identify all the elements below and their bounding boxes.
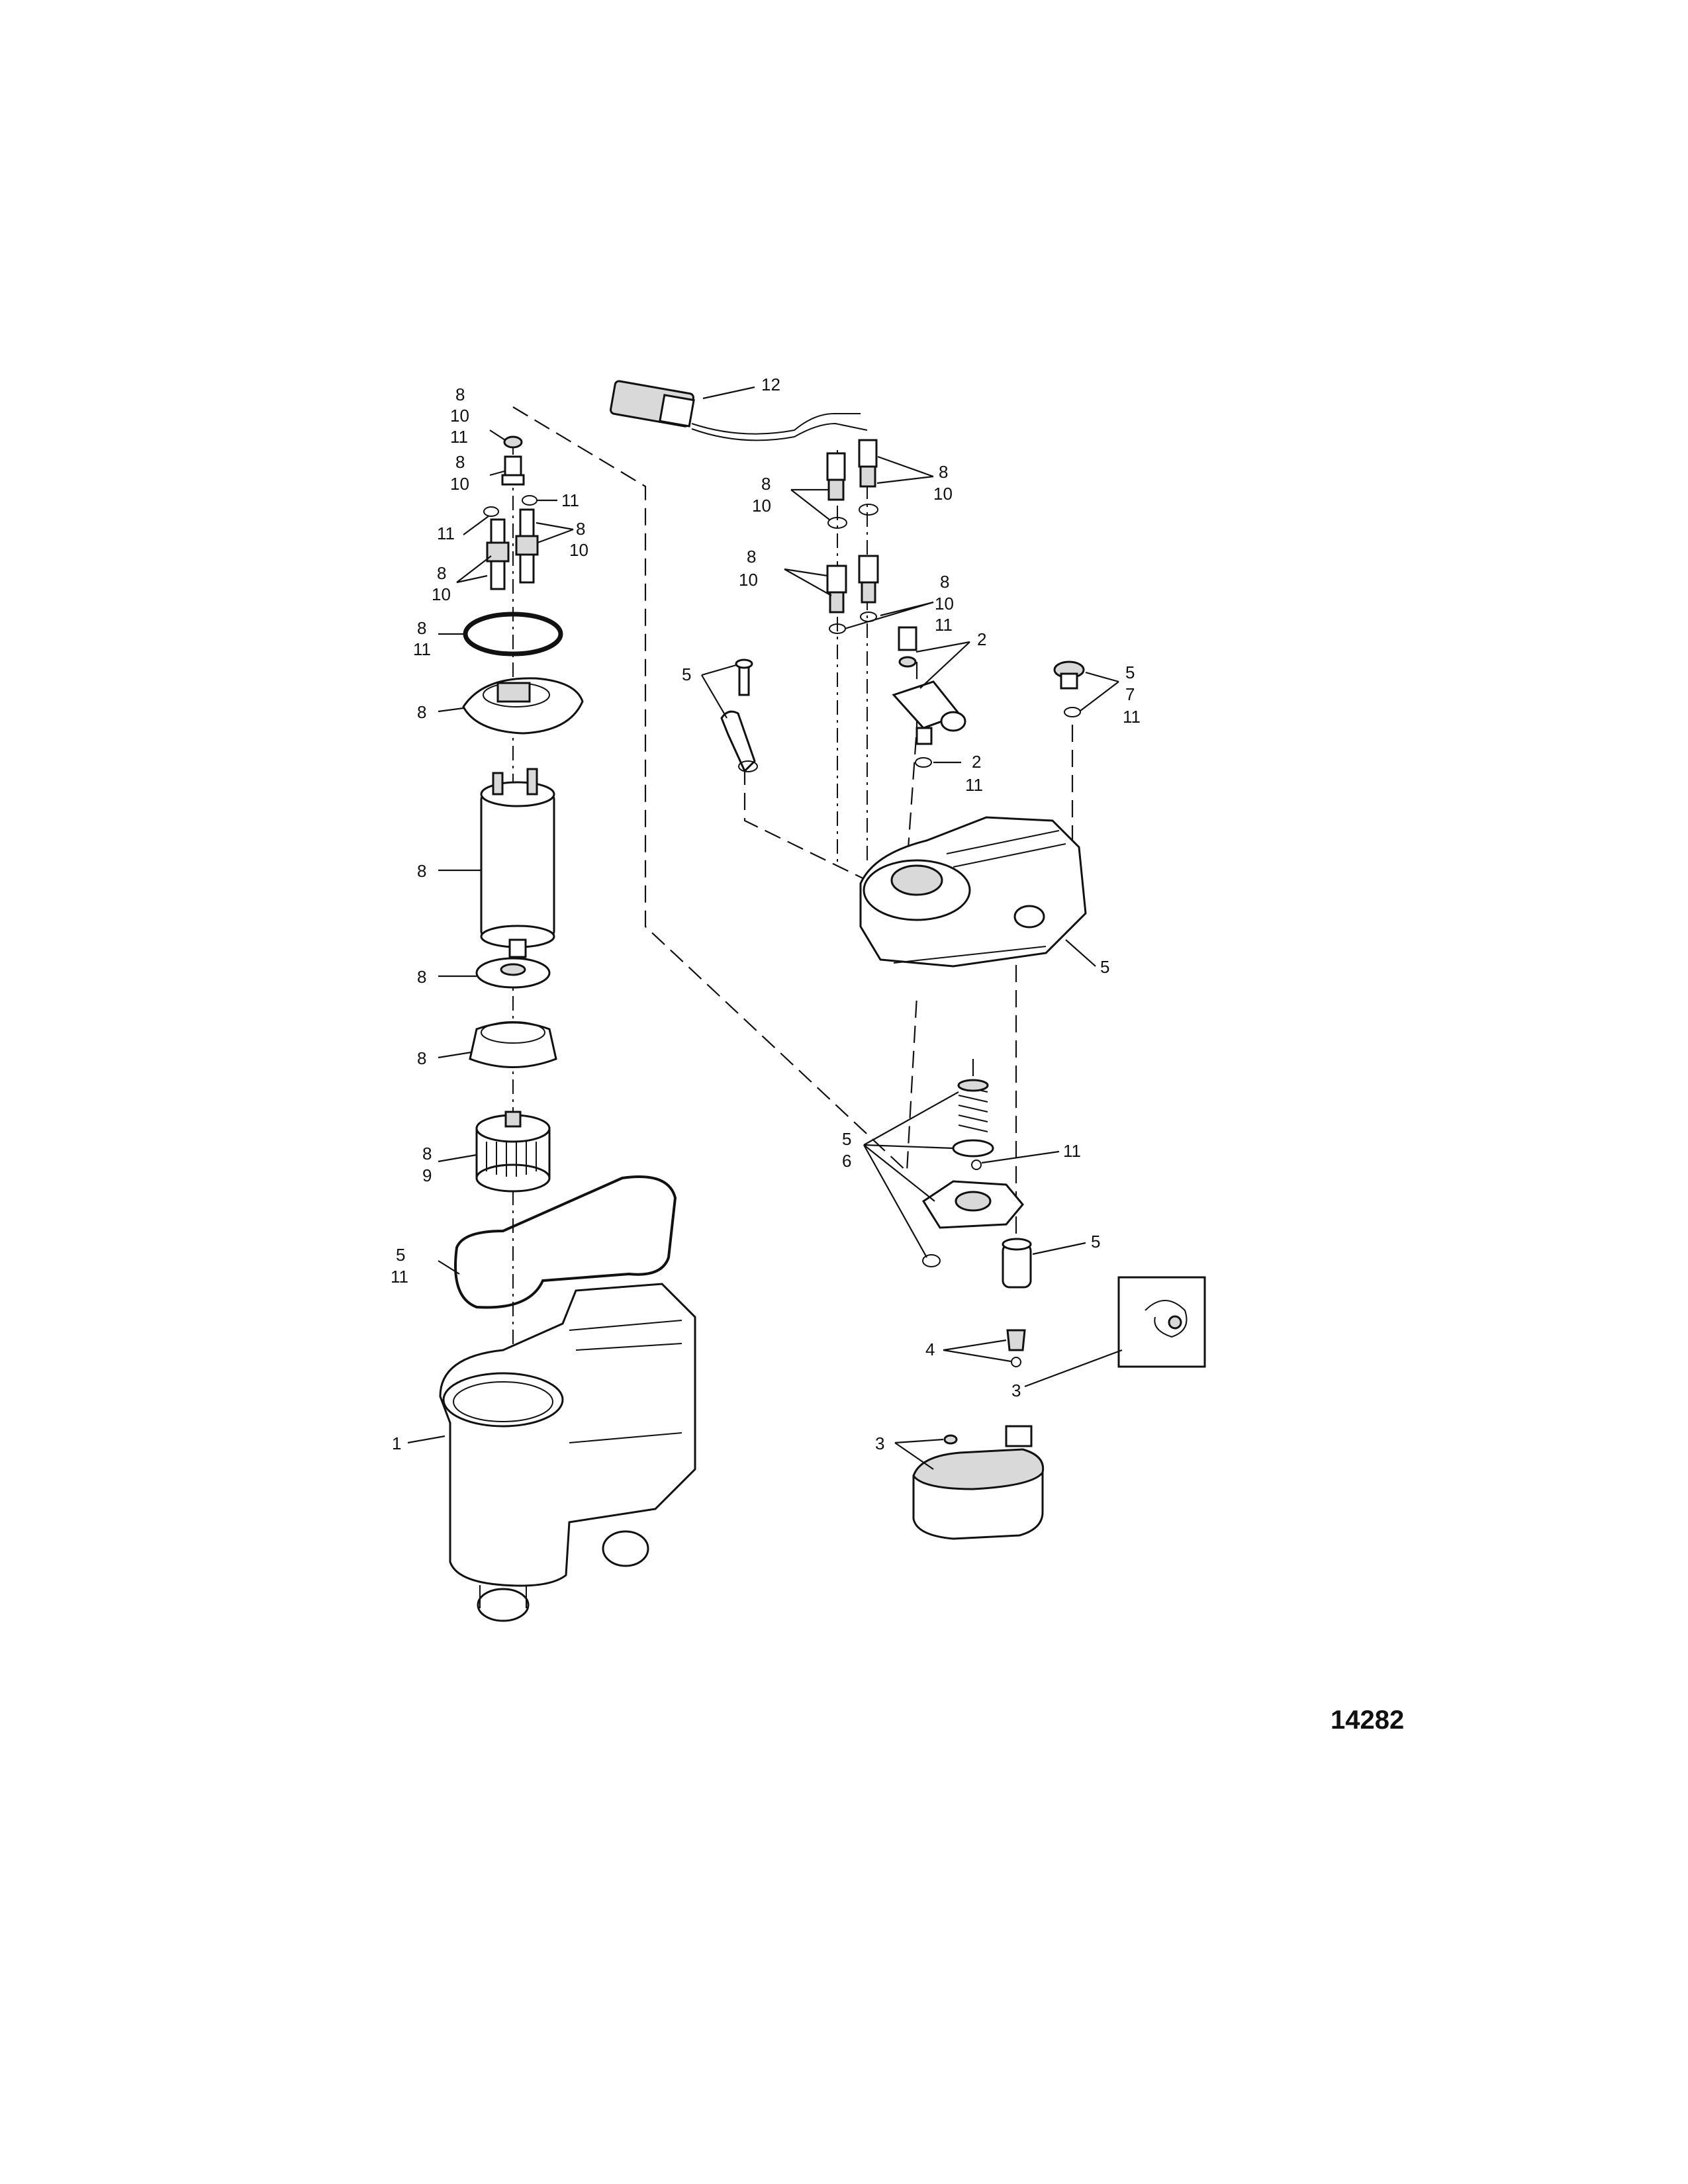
callout: 8 [761,474,771,494]
callout: 5 [1100,957,1109,977]
callout: 11 [935,615,953,635]
vapor-separator-assembly [610,380,1206,1540]
callout: 3 [875,1433,884,1453]
leader-lines [407,386,1123,1470]
callout: 11 [1123,707,1141,727]
callout: 5 [1125,662,1135,682]
callout: 5 [682,664,691,684]
float [1002,1238,1032,1289]
callout: 8 [422,1144,432,1163]
callout: 11 [437,523,455,543]
callout: 12 [761,375,780,394]
callout: 8 [939,462,948,482]
callout: 1 [392,1433,401,1453]
separator-cover [859,816,1087,968]
callout: 5 [842,1129,851,1149]
callout: 8 [417,1048,426,1068]
stem-fitting-left [486,518,510,590]
check-ball [971,1160,982,1170]
tank-gasket [454,1175,677,1309]
valve-plate [921,1180,1024,1267]
valve-spring [952,1079,994,1158]
top-plug [1053,660,1085,717]
callout: 11 [450,427,468,447]
strainer-filter [475,1111,551,1193]
callout-numbers: 12 8 10 11 8 10 11 11 8 10 8 10 8 11 8 8… [391,375,1141,1453]
callout: 5 [396,1245,405,1265]
callout: 10 [432,584,451,604]
t-fitting [892,626,966,768]
callout: 8 [437,563,446,583]
callout: 10 [569,540,588,560]
detail-inset [1117,1276,1206,1368]
callout: 10 [450,474,469,494]
callout: 10 [933,484,953,504]
callout: 11 [965,775,983,795]
needle-valve [1006,1329,1026,1367]
callout: 8 [417,702,426,722]
callout: 7 [1125,684,1135,704]
callout: 11 [1063,1141,1081,1161]
callout: 8 [417,618,426,638]
fuel-tank-housing [439,1283,696,1622]
callout: 8 [417,967,426,987]
stem-fitting-right [515,508,539,584]
callout: 10 [935,594,954,614]
callout: 2 [977,629,986,649]
callout: 10 [450,406,469,426]
callout: 3 [1011,1381,1021,1400]
fuel-pump-assembly [439,435,696,1622]
flange-plate [462,677,584,735]
cap-fitting [501,455,525,486]
callout: 4 [925,1340,935,1359]
fuel-pump-body [480,768,555,958]
bottom-float-bowl [912,1425,1045,1540]
callout: 8 [747,547,756,567]
callout: 2 [972,752,981,772]
callout: 8 [417,861,426,881]
callout: 5 [1091,1232,1100,1251]
mounting-bracket [720,659,758,773]
o-ring-top [503,435,523,449]
o-ring-right [522,495,538,506]
callout: 10 [752,496,771,516]
wiring-harness [610,380,878,529]
callout: 11 [391,1267,408,1287]
figure-number: 14282 [1331,1706,1404,1735]
callout: 11 [413,639,431,659]
assembly-guide-lines [512,406,1074,1453]
pump-retainer [475,957,551,989]
callout: 6 [842,1151,851,1171]
callout: 8 [940,572,949,592]
callout: 8 [576,519,585,539]
pump-cup [469,1021,557,1068]
callout: 11 [561,490,579,510]
harness-fittings [826,555,879,634]
callout: 10 [739,570,758,590]
callout: 8 [455,452,465,472]
o-ring-left [483,506,499,517]
callout: 8 [455,385,465,404]
callout: 9 [422,1165,432,1185]
